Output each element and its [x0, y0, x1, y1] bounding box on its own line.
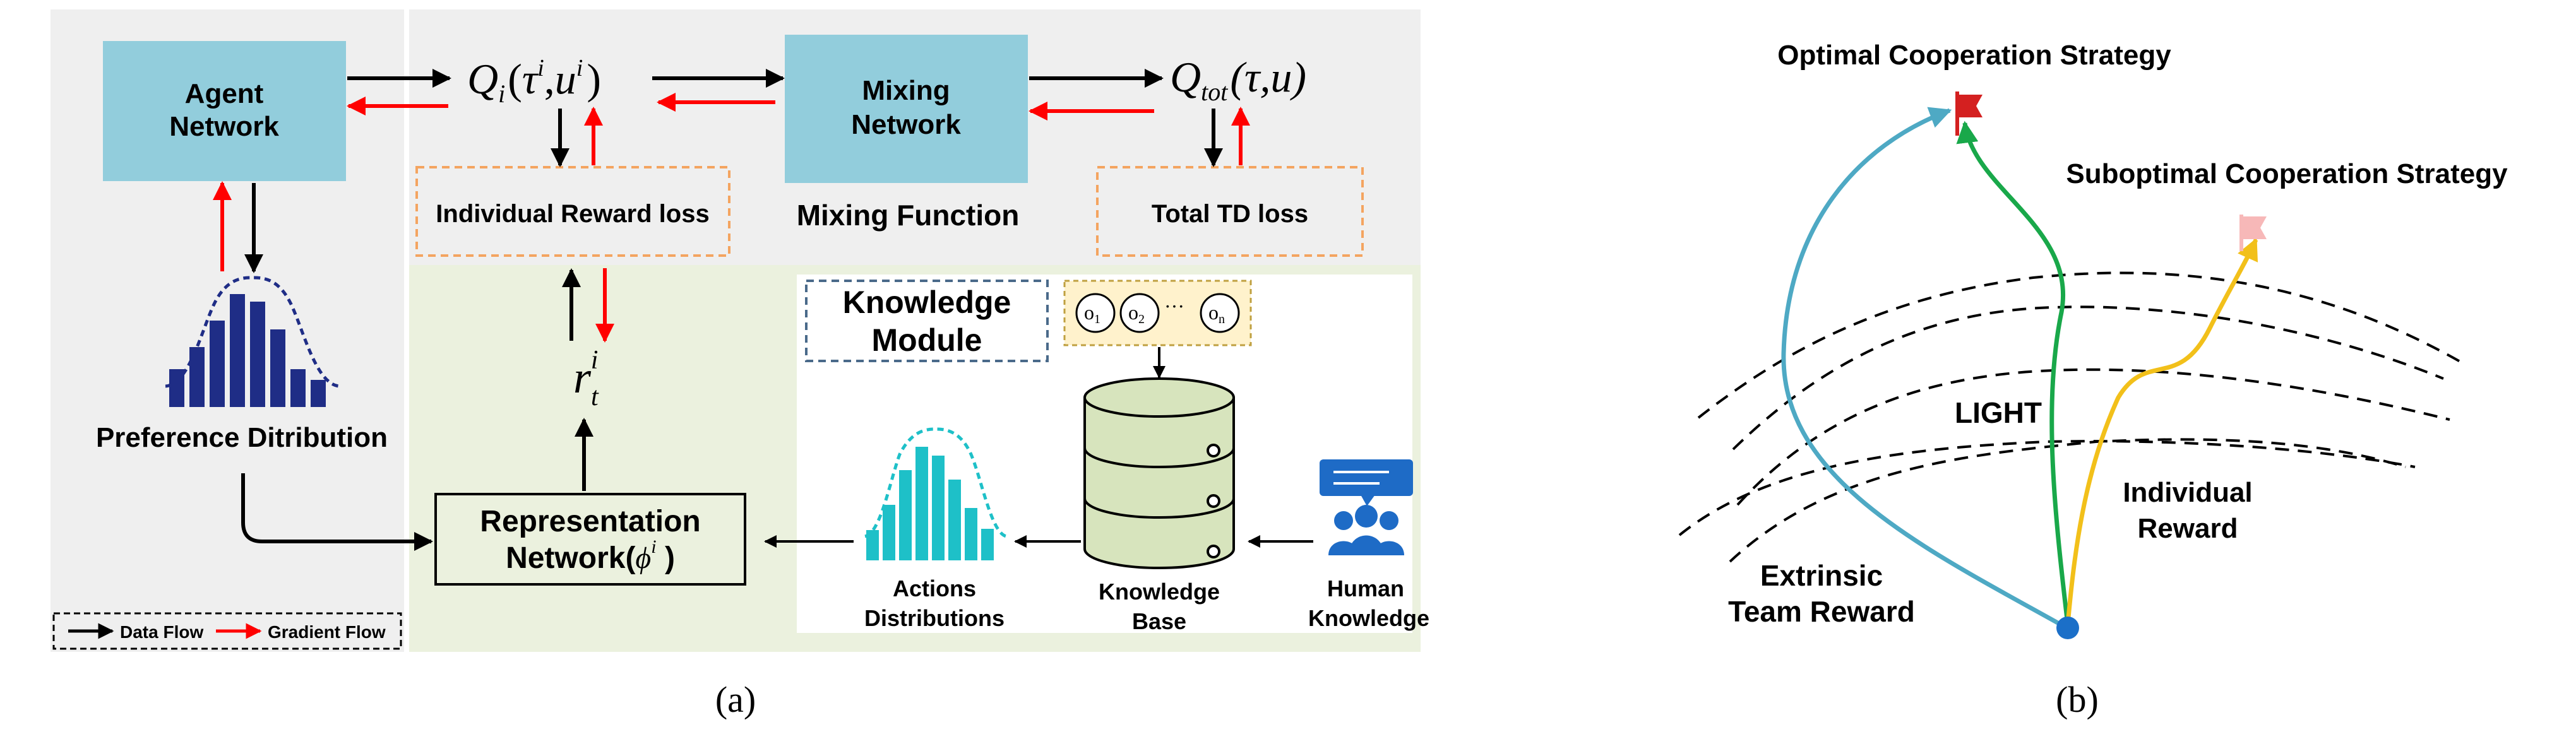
agent-network-label: Network — [169, 111, 279, 142]
human-knowledge-label: Knowledge — [1308, 605, 1429, 631]
mixing-function-label: Mixing Function — [797, 199, 1020, 232]
actions-distributions-label: Actions — [893, 576, 976, 601]
panel-b-caption: (b) — [2056, 679, 2099, 720]
svg-text:on: on — [1208, 301, 1225, 326]
human-knowledge-icon — [1320, 459, 1413, 555]
light-label: LIGHT — [1955, 396, 2042, 429]
panel-a: Agent Network Qi(τi,ui) Mixing Network Q… — [51, 9, 1429, 720]
observation-o1: o1 — [1075, 293, 1116, 333]
svg-text:o1: o1 — [1084, 301, 1100, 326]
individual-q-value: Qi(τi,ui) — [467, 55, 601, 108]
observation-ellipsis: ··· — [1164, 295, 1184, 317]
legend: Data Flow Gradient Flow — [52, 612, 402, 650]
reward-landscape-contours — [1678, 271, 2463, 563]
observation-on: on — [1200, 293, 1240, 333]
suboptimal-flag-icon — [2239, 215, 2267, 251]
mixing-network-box — [785, 35, 1028, 183]
actions-distribution-icon — [864, 427, 1007, 560]
individual-reward-label: Individual — [2123, 477, 2252, 508]
panel-a-caption: (a) — [715, 679, 756, 720]
total-q-value: Qtot(τ,u) — [1170, 53, 1306, 106]
knowledge-module-title: Knowledge — [843, 285, 1011, 320]
optimal-flag-icon — [1955, 92, 1983, 136]
representation-network-label: Representation — [480, 505, 700, 538]
optimal-strategy-label: Optimal Cooperation Strategy — [1777, 40, 2171, 71]
knowledge-module-title: Module — [872, 322, 982, 358]
panel-b: Optimal Cooperation Strategy Suboptimal … — [1678, 40, 2508, 720]
legend-data-flow: Data Flow — [120, 622, 203, 642]
individual-reward-loss-box — [415, 166, 730, 257]
individual-reward-path — [2065, 237, 2258, 625]
total-td-loss-box — [1096, 166, 1364, 257]
extrinsic-team-reward-label: Extrinsic — [1760, 559, 1883, 592]
start-point — [2056, 617, 2079, 639]
observation-o2: o2 — [1119, 293, 1160, 333]
light-path — [1956, 121, 2070, 625]
legend-gradient-flow: Gradient Flow — [268, 622, 386, 642]
agent-network-box — [103, 41, 346, 181]
knowledge-base-label: Knowledge — [1099, 579, 1220, 605]
extrinsic-reward-path — [1781, 107, 2065, 629]
total-td-loss-label: Total TD loss — [1152, 200, 1308, 228]
knowledge-base-label: Base — [1132, 608, 1186, 634]
reward-symbol: rti — [573, 346, 599, 411]
extrinsic-team-reward-label: Team Reward — [1728, 595, 1915, 628]
individual-reward-label: Reward — [2138, 513, 2238, 544]
svg-text:o2: o2 — [1128, 301, 1145, 326]
actions-distributions-label: Distributions — [864, 605, 1005, 631]
mixing-network-label: Network — [851, 109, 961, 140]
suboptimal-strategy-label: Suboptimal Cooperation Strategy — [2066, 158, 2508, 189]
data-flow-arrow — [241, 473, 433, 551]
individual-reward-loss-label: Individual Reward loss — [436, 200, 709, 228]
representation-network-box — [434, 493, 746, 586]
representation-network-label: Network(ϕi ) — [506, 536, 675, 575]
human-knowledge-label: Human — [1327, 576, 1404, 601]
mixing-network-label: Mixing — [862, 75, 950, 106]
agent-network-label: Agent — [185, 78, 264, 109]
database-icon — [1083, 377, 1235, 569]
knowledge-module-title-box — [805, 280, 1049, 362]
preference-distribution-label: Preference Ditribution — [96, 422, 388, 453]
preference-distribution-icon — [165, 276, 340, 407]
